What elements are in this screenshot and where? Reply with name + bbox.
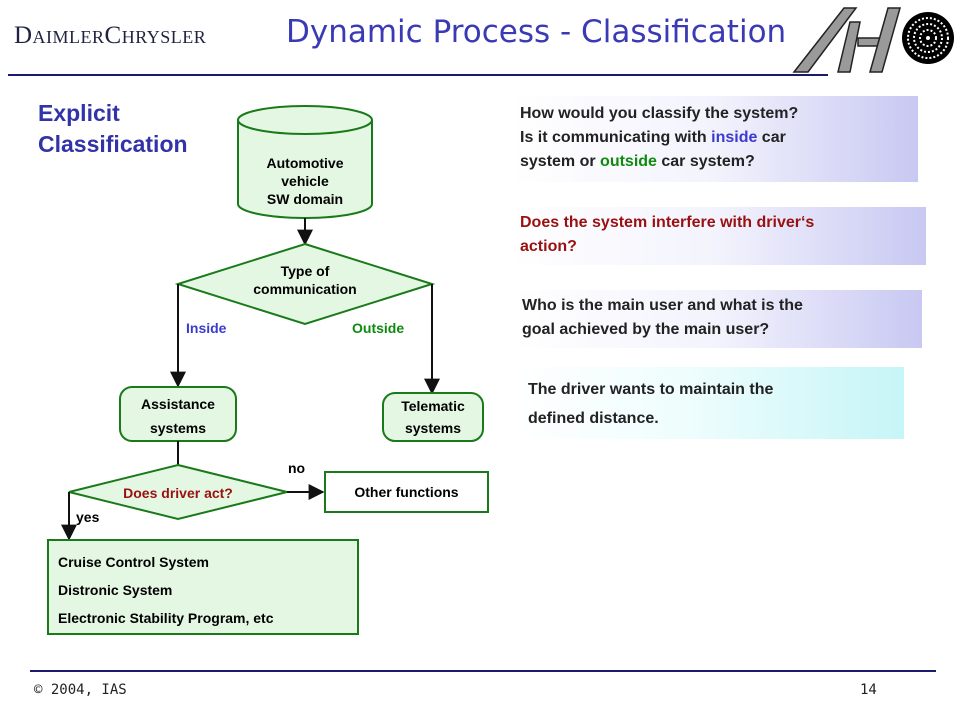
header-divider <box>8 74 828 76</box>
result-label-line3: Electronic Stability Program, etc <box>58 610 274 626</box>
telematic-label: Telematic systems <box>383 395 483 439</box>
inside-label: Inside <box>186 320 227 336</box>
q1-line1: How would you classify the system? <box>520 105 799 122</box>
domain-cylinder <box>237 105 373 219</box>
assistance-label-line2: systems <box>149 420 207 436</box>
page-title: Dynamic Process - Classification <box>286 14 787 50</box>
domain-label-line1: Automotive <box>266 155 344 171</box>
copyright: © 2004, IAS <box>34 682 127 698</box>
q3-line1: Who is the main user and what is the <box>522 297 803 314</box>
daimlerchrysler-logo: DaimlerChrysler <box>14 22 207 49</box>
q1-inside-highlight: inside <box>711 129 758 146</box>
q1-line3-start: system or <box>520 153 601 170</box>
assistance-label: Assistance systems <box>120 392 236 440</box>
answer-line1: The driver wants to maintain the <box>528 381 774 398</box>
decision1-label: Type of communication <box>215 262 395 298</box>
q1-line2-start: Is it communicating with <box>520 129 712 146</box>
result-label-line1: Cruise Control System <box>58 554 209 570</box>
q1-line3: system or outside car system? <box>520 150 918 174</box>
no-label: no <box>288 460 306 476</box>
decision2-label: Does driver act? <box>123 485 233 501</box>
ias-logo-icon <box>792 7 954 73</box>
result-label-line2: Distronic System <box>58 582 173 598</box>
domain-label-line2: vehicle <box>281 173 329 189</box>
question-main-user-box: Who is the main user and what is the goa… <box>512 290 922 348</box>
q1-line3-end: car system? <box>656 153 755 170</box>
domain-label: Automotive vehicle SW domain <box>238 154 372 208</box>
section-title: Explicit Classification <box>38 98 238 160</box>
q1-outside-highlight: outside <box>600 153 657 170</box>
assistance-label-line1: Assistance <box>141 396 215 412</box>
outside-label: Outside <box>352 320 405 336</box>
q1-line2: Is it communicating with inside car <box>520 126 918 150</box>
footer-divider <box>30 670 936 672</box>
telematic-label-line2: systems <box>404 420 462 436</box>
q3-line2: goal achieved by the main user? <box>522 321 770 338</box>
decision-communication-diamond <box>174 242 436 326</box>
page-number: 14 <box>860 682 877 698</box>
decision1-label-line2: communication <box>253 281 357 297</box>
q2-line1: Does the system interfere with driver‘s <box>520 214 815 231</box>
domain-label-line3: SW domain <box>266 191 344 207</box>
section-title-line2: Classification <box>38 131 188 157</box>
q1-line2-end: car <box>757 129 786 146</box>
question-classification-box: How would you classify the system? Is it… <box>510 96 918 182</box>
answer-box: The driver wants to maintain the defined… <box>516 367 904 439</box>
result-label: Cruise Control System Distronic System E… <box>58 548 354 632</box>
other-functions-box <box>324 471 489 513</box>
section-title-line1: Explicit <box>38 100 120 126</box>
other-functions-label: Other functions <box>354 484 459 500</box>
q2-line2: action? <box>520 238 577 255</box>
decision1-label-line1: Type of <box>280 263 330 279</box>
answer-line2: defined distance. <box>528 410 659 427</box>
result-systems-box <box>47 539 359 635</box>
telematic-systems-box <box>382 392 484 442</box>
telematic-label-line1: Telematic <box>401 398 465 414</box>
yes-label: yes <box>76 509 100 525</box>
question-interference-box: Does the system interfere with driver‘s … <box>510 207 926 265</box>
decision-driver-act-diamond <box>68 463 288 521</box>
